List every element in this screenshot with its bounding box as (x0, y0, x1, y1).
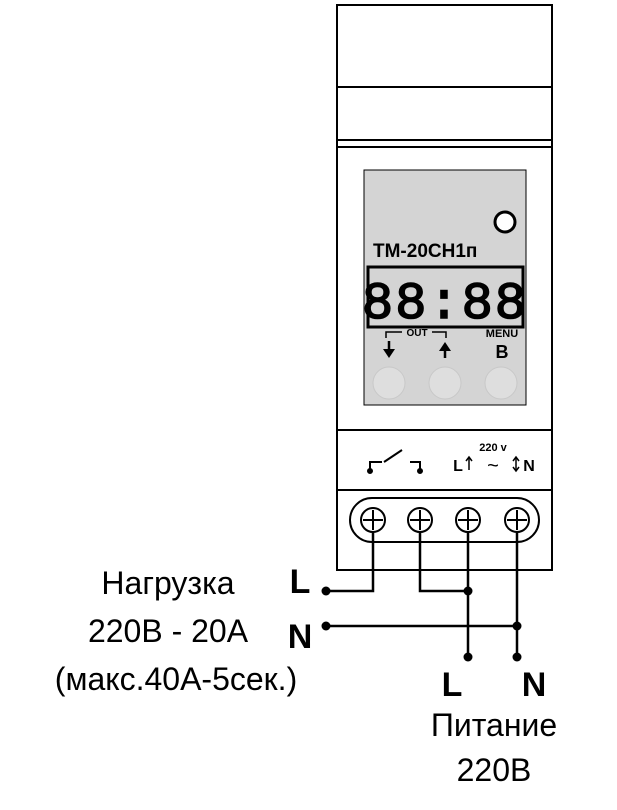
terminal-3-screw-icon (455, 507, 481, 533)
load-n-terminal-label: N (288, 618, 313, 656)
relay-contact-icon (367, 449, 423, 474)
power-tilde: ~ (487, 455, 499, 477)
power-voltage-label: 220 v (479, 442, 507, 454)
supply-title: Питание (431, 707, 557, 743)
terminal-1-screw-icon (360, 507, 386, 533)
supply-n-terminal-label: N (522, 666, 547, 704)
load-l-terminal-label: L (290, 563, 311, 601)
device-housing (336, 4, 553, 571)
out-label: OUT (406, 328, 427, 339)
power-n-label: N (523, 458, 535, 475)
model-label: ТМ-20СН1п (373, 241, 477, 262)
out-bracket (385, 331, 447, 338)
led-indicator-icon (493, 210, 517, 234)
terminal-screws (360, 507, 530, 533)
arrow-down-icon (383, 341, 395, 358)
housing-outline (336, 4, 553, 571)
terminal-2-screw-icon (407, 507, 433, 533)
display-digits: 88:88 (362, 275, 528, 334)
wiring (326, 532, 519, 655)
load-title: Нагрузка (101, 565, 234, 601)
load-rating: 220В - 20А (88, 613, 249, 649)
supply-rating: 220В (457, 752, 532, 788)
wire-bridge (418, 532, 468, 593)
down-button[interactable] (372, 366, 406, 400)
terminal-4-screw-icon (504, 507, 530, 533)
arrow-up-icon (439, 342, 451, 358)
menu-label: MENU (486, 328, 518, 340)
load-max-rating: (макс.40А-5сек.) (55, 661, 297, 697)
terminal-block (349, 497, 540, 543)
menu-button[interactable] (484, 366, 518, 400)
supply-l-terminal-label: L (442, 666, 463, 704)
b-label: В (496, 342, 509, 362)
power-l-label: L (453, 458, 463, 475)
seven-segment-display: 88:88 (361, 265, 528, 335)
up-button[interactable] (428, 366, 462, 400)
wire-junctions (321, 586, 522, 662)
ac-power-icon: 220 v L ~ N (453, 442, 535, 477)
wire-load-l (326, 532, 375, 593)
